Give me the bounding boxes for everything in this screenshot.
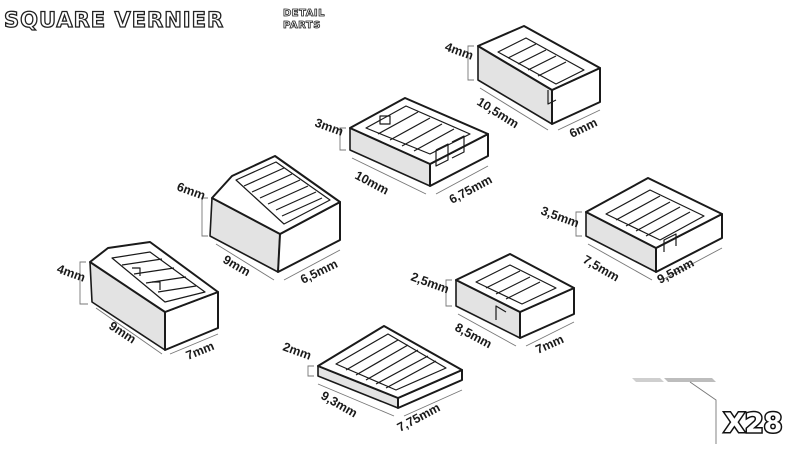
logo-subtitle-line2: PARTS xyxy=(283,20,321,31)
logo-subtitle-line1: DETAIL xyxy=(283,8,325,19)
count-badge: X28 xyxy=(632,378,784,444)
part-vent-block-wide: 3,5mm 7,5mm 9,5mm xyxy=(539,177,723,287)
dim-height-part3: 2mm xyxy=(281,340,313,363)
part-tech-block-long: 3mm 10mm 6,75mm xyxy=(313,97,495,207)
logo-title: SQUARE VERNIER xyxy=(4,8,224,32)
dim-length-part6: 8,5mm xyxy=(453,320,495,351)
part-flat-grate: 2mm 9,3mm 7,75mm xyxy=(281,325,463,435)
dim-width-part5: 6mm xyxy=(567,115,599,140)
dim-height-part7: 3,5mm xyxy=(539,204,581,231)
dim-length-part4: 10mm xyxy=(353,168,391,197)
count-label: X28 xyxy=(724,408,782,439)
part-vent-box-tall: 4mm 10,5mm 6mm xyxy=(443,25,601,141)
part-vent-box-low: 2,5mm 8,5mm 7mm xyxy=(409,253,575,357)
dim-height-part1: 4mm xyxy=(55,262,87,285)
logo: SQUARE VERNIER DETAIL PARTS xyxy=(3,7,325,32)
dim-height-part2: 6mm xyxy=(175,180,207,203)
dim-width-part1: 7mm xyxy=(184,339,216,363)
part-vent-slope-small: 4mm 9mm 7mm xyxy=(55,241,219,363)
dim-length-part7: 7,5mm xyxy=(581,252,622,284)
dim-height-part4: 3mm xyxy=(313,116,345,139)
dim-width-part4: 6,75mm xyxy=(447,172,495,206)
part-vent-slope-large: 6mm 9mm 6,5mm xyxy=(175,155,341,287)
dim-width-part6: 7mm xyxy=(534,332,566,357)
dim-height-part6: 2,5mm xyxy=(409,270,451,297)
dim-height-part5: 4mm xyxy=(443,40,475,63)
